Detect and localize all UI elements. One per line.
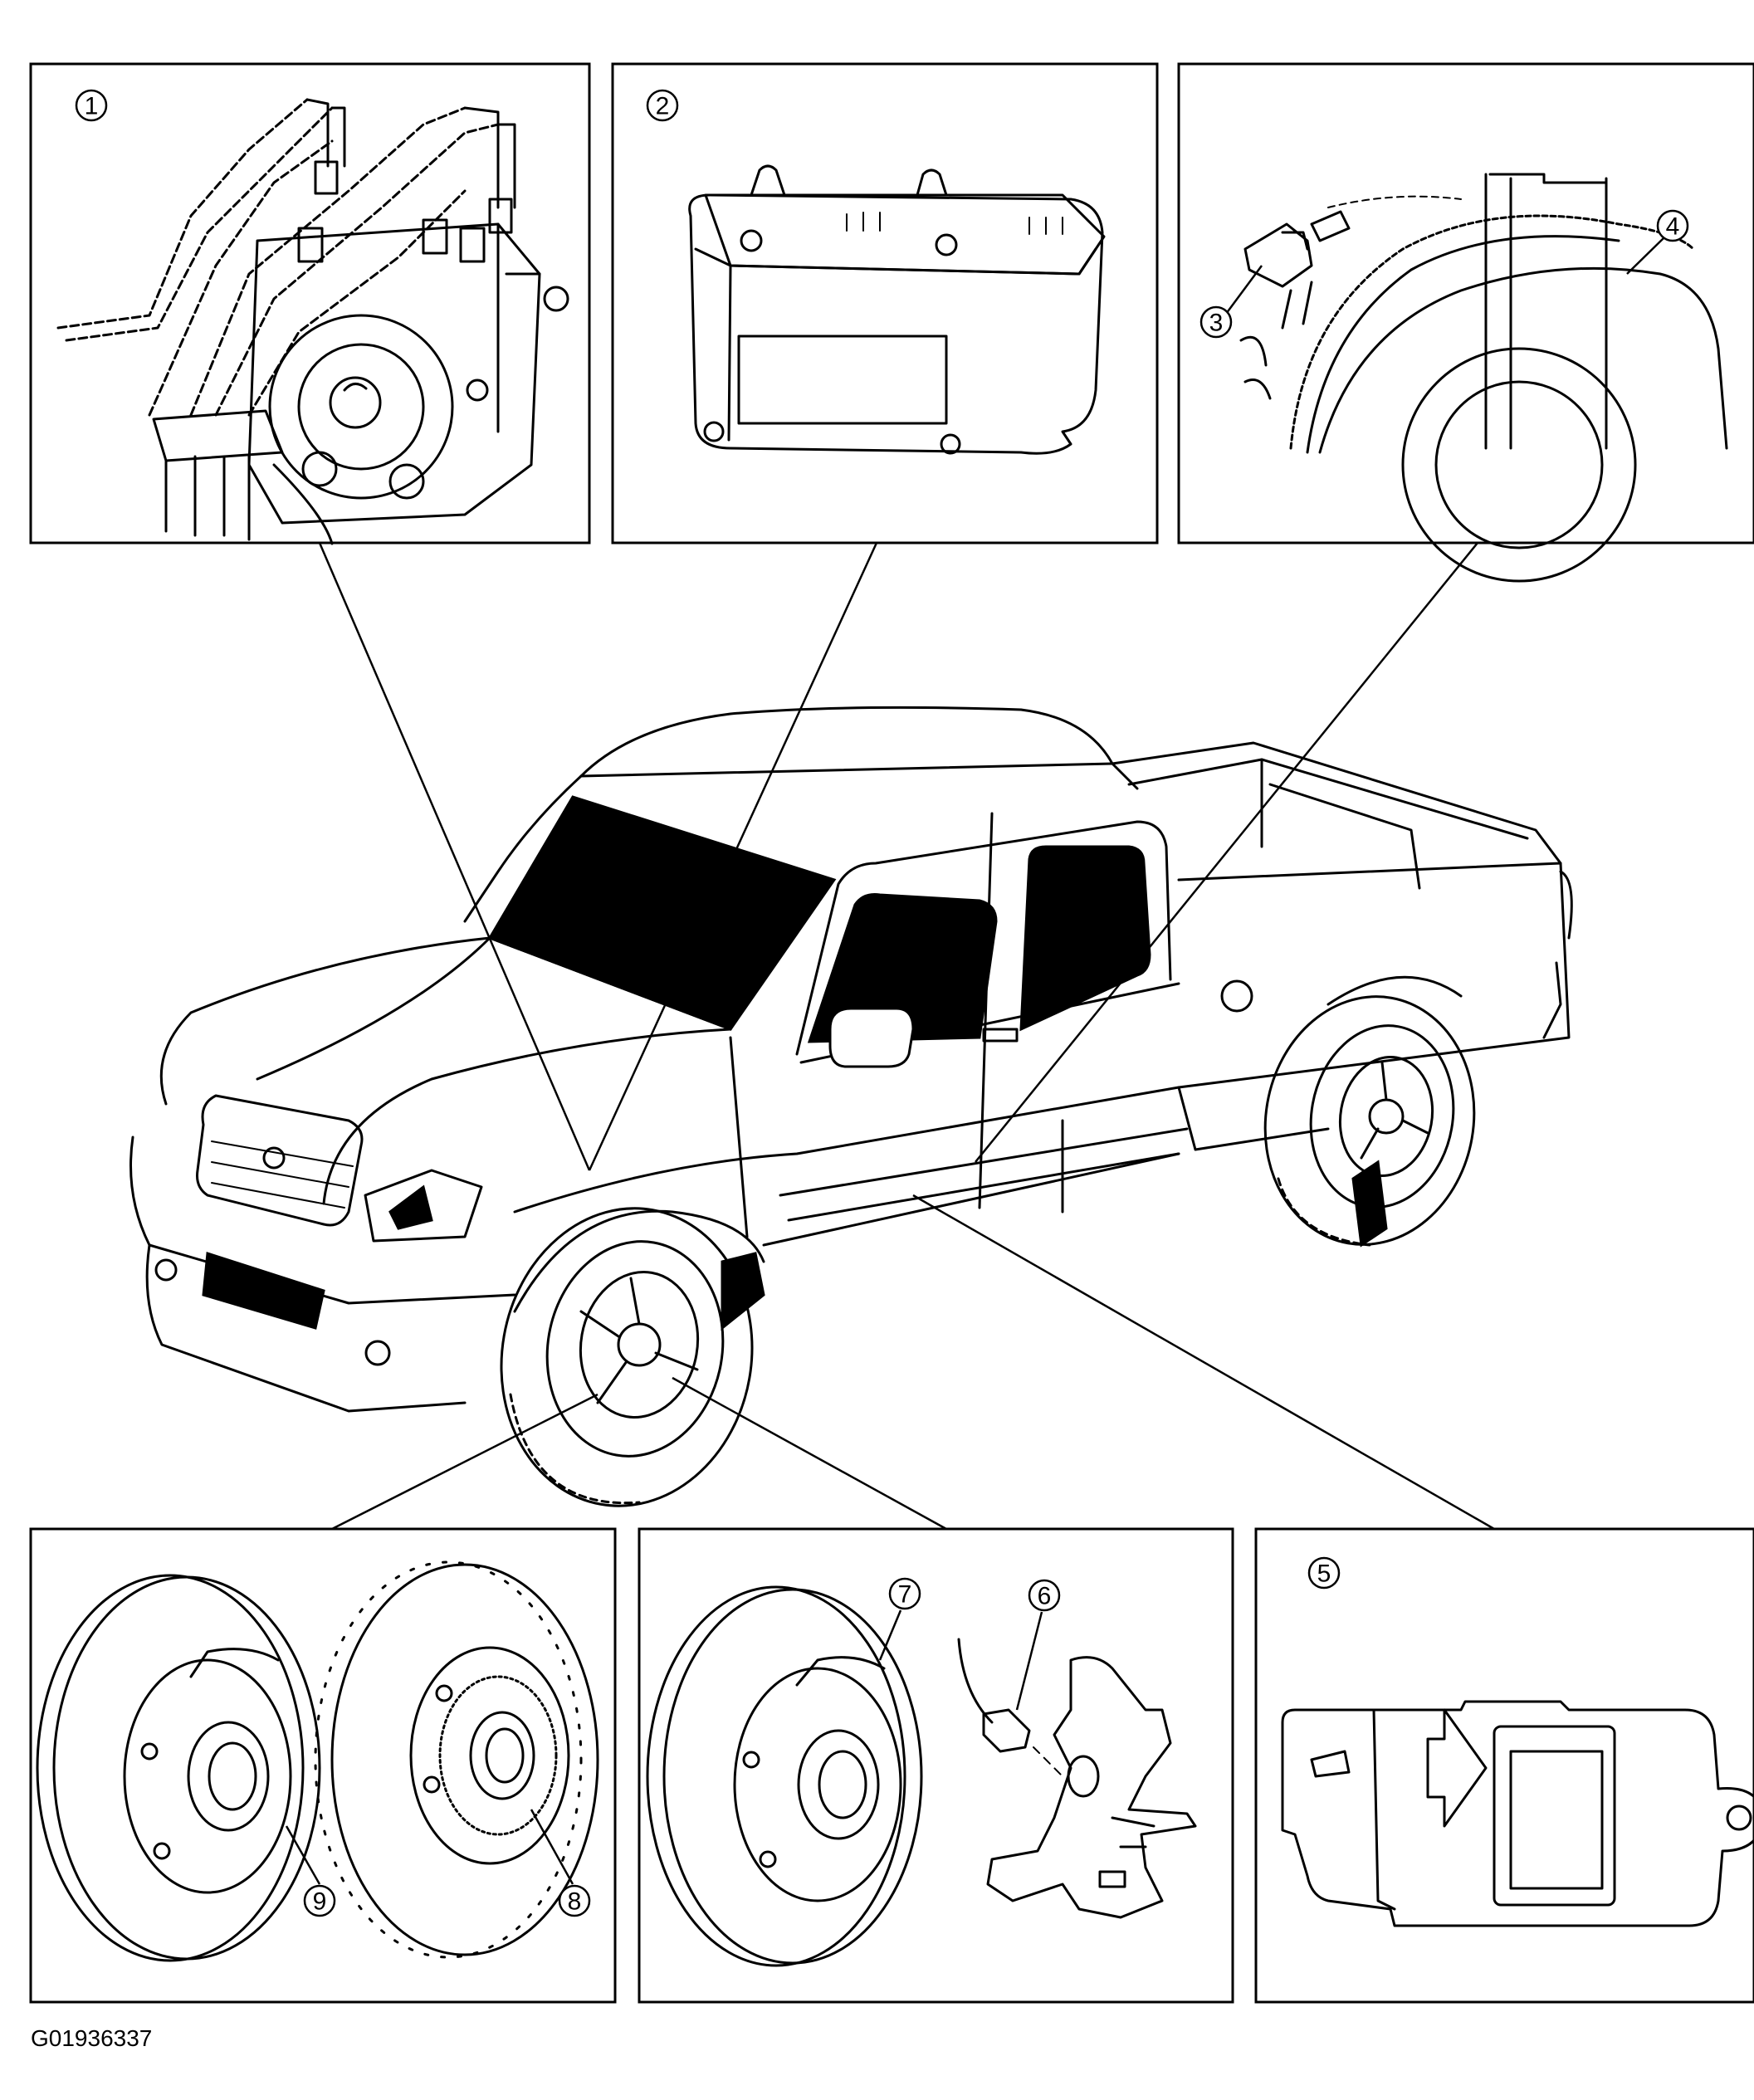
hydraulic-unit-illustration xyxy=(56,98,569,545)
rear-wheel-illustration xyxy=(1263,995,1476,1247)
front-wheel-illustration xyxy=(500,1207,754,1507)
callout-7: 7 xyxy=(888,1577,921,1610)
pickup-truck-illustration xyxy=(129,706,1573,1507)
callout-9: 9 xyxy=(303,1884,336,1917)
front-wheel-speed-sensor-illustration xyxy=(957,1638,1063,1777)
rear-sensor-rotor-illustration xyxy=(1239,173,1728,583)
svg-text:8: 8 xyxy=(568,1888,582,1916)
callout-2: 2 xyxy=(646,89,679,122)
svg-text:5: 5 xyxy=(1317,1560,1331,1588)
disc-with-hub-illustration xyxy=(36,1574,321,1962)
svg-text:4: 4 xyxy=(1666,213,1680,241)
panel-front-wheel-sensor: 7 6 xyxy=(638,1527,1234,2004)
panel-rear-sensor-and-rotor: 3 4 xyxy=(1177,62,1754,583)
abs-control-module-illustration xyxy=(688,164,1106,455)
panel-sensor-rotors: 9 8 xyxy=(29,1527,617,2004)
svg-text:7: 7 xyxy=(898,1581,912,1609)
panel-hydraulic-unit: 1 xyxy=(29,62,591,545)
callout-8: 8 xyxy=(558,1884,591,1917)
callout-4: 4 xyxy=(1656,209,1689,242)
svg-text:3: 3 xyxy=(1209,310,1224,337)
steering-knuckle-illustration xyxy=(986,1656,1197,1919)
callout-6: 6 xyxy=(1028,1579,1061,1612)
g-sensor-illustration xyxy=(1281,1700,1754,1927)
callout-5: 5 xyxy=(1307,1556,1341,1590)
figure-code: G01936337 xyxy=(31,2025,152,2051)
svg-text:1: 1 xyxy=(85,93,99,120)
panel-g-sensor: 5 xyxy=(1254,1527,1754,2004)
leader-lines xyxy=(318,542,1495,1531)
disc-with-sensor-rotor-illustration xyxy=(314,1560,599,1959)
callout-3: 3 xyxy=(1199,305,1233,339)
svg-text:6: 6 xyxy=(1038,1583,1052,1610)
svg-text:9: 9 xyxy=(313,1888,327,1916)
svg-text:2: 2 xyxy=(656,93,670,120)
front-disc-hub-illustration xyxy=(646,1585,923,1967)
callout-1: 1 xyxy=(75,89,108,122)
panel-abs-control-module: 2 xyxy=(611,62,1159,545)
